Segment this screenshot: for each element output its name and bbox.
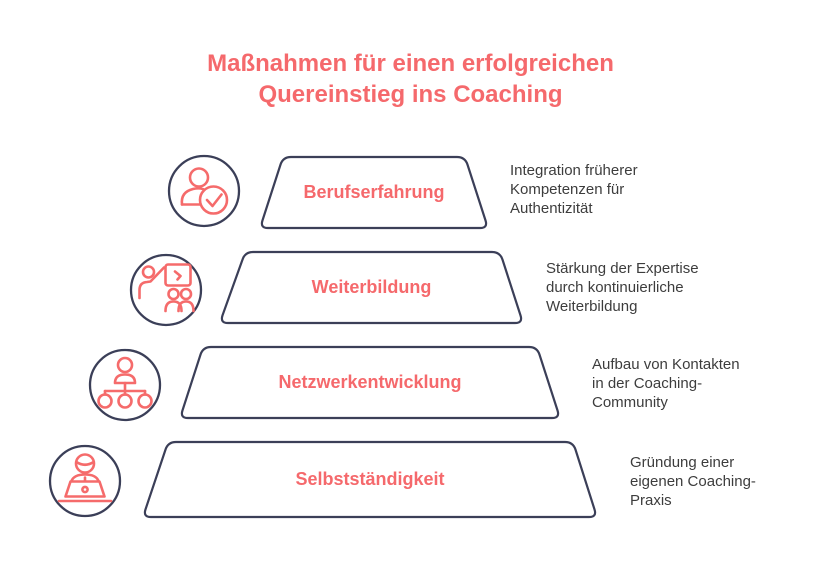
training-presentation-icon xyxy=(129,253,203,327)
level-description-weiterbildung: Stärkung der Expertise durch kontinuierl… xyxy=(546,260,699,315)
level-description-berufserfahrung: Integration früherer Kompetenzen für Aut… xyxy=(510,162,638,217)
pyramid-level-netzwerkentwicklung xyxy=(180,345,560,420)
network-orgchart-icon xyxy=(88,348,162,422)
level-description-netzwerkentwicklung: Aufbau von Kontakten in der Coaching- Co… xyxy=(592,356,740,411)
person-laptop-icon xyxy=(48,444,122,518)
level-description-selbststaendigkeit: Gründung einer eigenen Coaching- Praxis xyxy=(630,454,756,509)
pyramid-level-berufserfahrung xyxy=(260,155,488,230)
pyramid-level-weiterbildung xyxy=(220,250,523,325)
page-title: Maßnahmen für einen erfolgreichen Querei… xyxy=(207,50,614,108)
pyramid-level-selbststaendigkeit xyxy=(143,440,597,519)
person-check-icon xyxy=(167,154,241,228)
